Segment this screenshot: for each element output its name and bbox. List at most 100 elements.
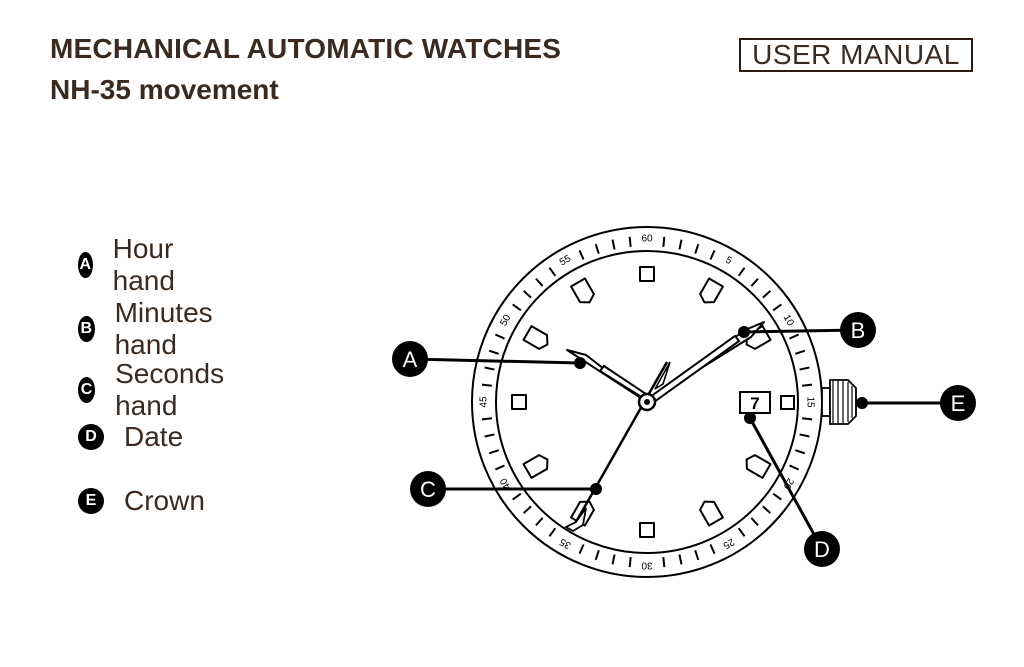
bezel-tick <box>512 303 522 312</box>
legend-item-hour-hand: A Hour hand <box>78 233 186 297</box>
legend-label-hour-hand: Hour hand <box>112 233 175 296</box>
bezel-tick <box>799 366 810 371</box>
legend-label-seconds-hand: Seconds hand <box>115 358 225 421</box>
hour-marker-square <box>511 394 527 410</box>
bezel-tick <box>772 303 782 312</box>
bezel-tick <box>481 417 492 421</box>
bezel-tick <box>594 550 600 561</box>
bezel-tick <box>678 239 683 250</box>
page-subtitle: NH-35 movement <box>50 74 279 105</box>
legend-item-date: D Date <box>78 421 183 453</box>
hour-marker-baton <box>522 325 549 350</box>
bezel-tick <box>594 243 600 254</box>
hour-markers <box>511 266 795 538</box>
bezel-label-10: 10 <box>781 313 796 329</box>
bezel-label-25: 25 <box>721 536 737 551</box>
bezel-tick <box>488 449 499 455</box>
bezel-tick <box>662 557 666 568</box>
bezel-tick <box>611 554 616 565</box>
bezel-tick <box>535 517 544 527</box>
bezel-tick <box>522 505 532 514</box>
legend-label-date: Date <box>124 421 184 452</box>
legend-badge-d: D <box>78 424 104 450</box>
legend-badge-c: C <box>78 377 96 403</box>
hour-marker-baton <box>699 277 724 304</box>
bezel-tick <box>494 333 505 340</box>
hour-marker-baton <box>745 454 772 479</box>
bezel-tick <box>481 383 492 387</box>
bezel-tick <box>802 383 813 387</box>
bezel-tick <box>484 433 495 438</box>
bezel-tick <box>750 277 759 287</box>
date-window: 7 <box>739 391 771 414</box>
callout-label-d: D <box>814 537 830 562</box>
callout-e: E <box>856 385 976 421</box>
bezel-tick <box>662 236 666 247</box>
bezel-label-40: 40 <box>498 476 513 492</box>
bezel-tick <box>628 236 632 247</box>
bezel-tick <box>789 464 800 471</box>
bezel-tick <box>678 554 683 565</box>
bezel-label-55: 55 <box>558 253 574 268</box>
bezel-label-30: 30 <box>641 560 653 571</box>
bezel-tick <box>578 544 585 555</box>
hour-marker-square <box>780 395 795 410</box>
hour-marker-square <box>639 522 655 538</box>
bezel-label-5: 5 <box>723 255 734 268</box>
bezel-tick <box>512 492 522 501</box>
bezel-tick <box>795 349 806 355</box>
legend-label-minutes-hand: Minutes hand <box>114 297 213 360</box>
bezel-tick <box>762 505 772 514</box>
bezel-tick <box>488 349 499 355</box>
bezel-tick <box>709 249 716 260</box>
bezel-tick <box>795 449 806 455</box>
crown <box>821 379 857 425</box>
hour-marker-baton <box>522 454 549 479</box>
callout-label-b: B <box>851 318 866 343</box>
bezel-tick <box>694 550 700 561</box>
bezel-tick <box>535 277 544 287</box>
bezel-label-50: 50 <box>498 313 513 329</box>
bezel-ticks <box>481 236 813 568</box>
seconds-hand <box>564 361 671 533</box>
bezel-tick <box>694 243 700 254</box>
legend-item-minutes-hand: B Minutes hand <box>78 297 222 361</box>
hour-marker-baton <box>699 500 724 527</box>
date-value: 7 <box>750 394 759 413</box>
bezel-label-60: 60 <box>641 234 653 245</box>
bezel-tick <box>762 290 772 299</box>
hour-marker-baton <box>570 277 595 304</box>
bezel-tick <box>802 417 813 421</box>
bezel-tick <box>548 267 557 277</box>
bezel-tick <box>737 527 746 537</box>
legend-item-seconds-hand: C Seconds hand <box>78 358 233 422</box>
legend-badge-b: B <box>78 316 95 342</box>
callout-b: B <box>738 312 876 348</box>
callout-label-a: A <box>403 347 418 372</box>
bezel-tick <box>799 433 810 438</box>
legend-label-crown: Crown <box>124 485 205 516</box>
bezel-tick <box>494 464 505 471</box>
callout-label-c: C <box>420 477 436 502</box>
bezel-label-45: 45 <box>479 396 490 408</box>
legend-badge-e: E <box>78 488 104 514</box>
callout-c: C <box>410 471 602 507</box>
bezel-label-35: 35 <box>558 535 574 550</box>
center-pin-dot <box>644 399 650 405</box>
bezel-tick <box>750 517 759 527</box>
callout-a: A <box>392 341 586 377</box>
bezel-tick <box>548 527 557 537</box>
bezel-tick <box>628 557 632 568</box>
callout-d: D <box>744 412 840 567</box>
bezel-tick <box>709 544 716 555</box>
legend-item-crown: E Crown <box>78 485 205 517</box>
bezel-tick <box>522 290 532 299</box>
bezel-tick <box>578 249 585 260</box>
bezel-tick <box>611 239 616 250</box>
callout-label-e: E <box>951 391 966 416</box>
bezel-tick <box>484 366 495 371</box>
bezel-tick <box>789 333 800 340</box>
user-manual-badge: USER MANUAL <box>739 38 973 72</box>
bezel-tick <box>772 492 782 501</box>
